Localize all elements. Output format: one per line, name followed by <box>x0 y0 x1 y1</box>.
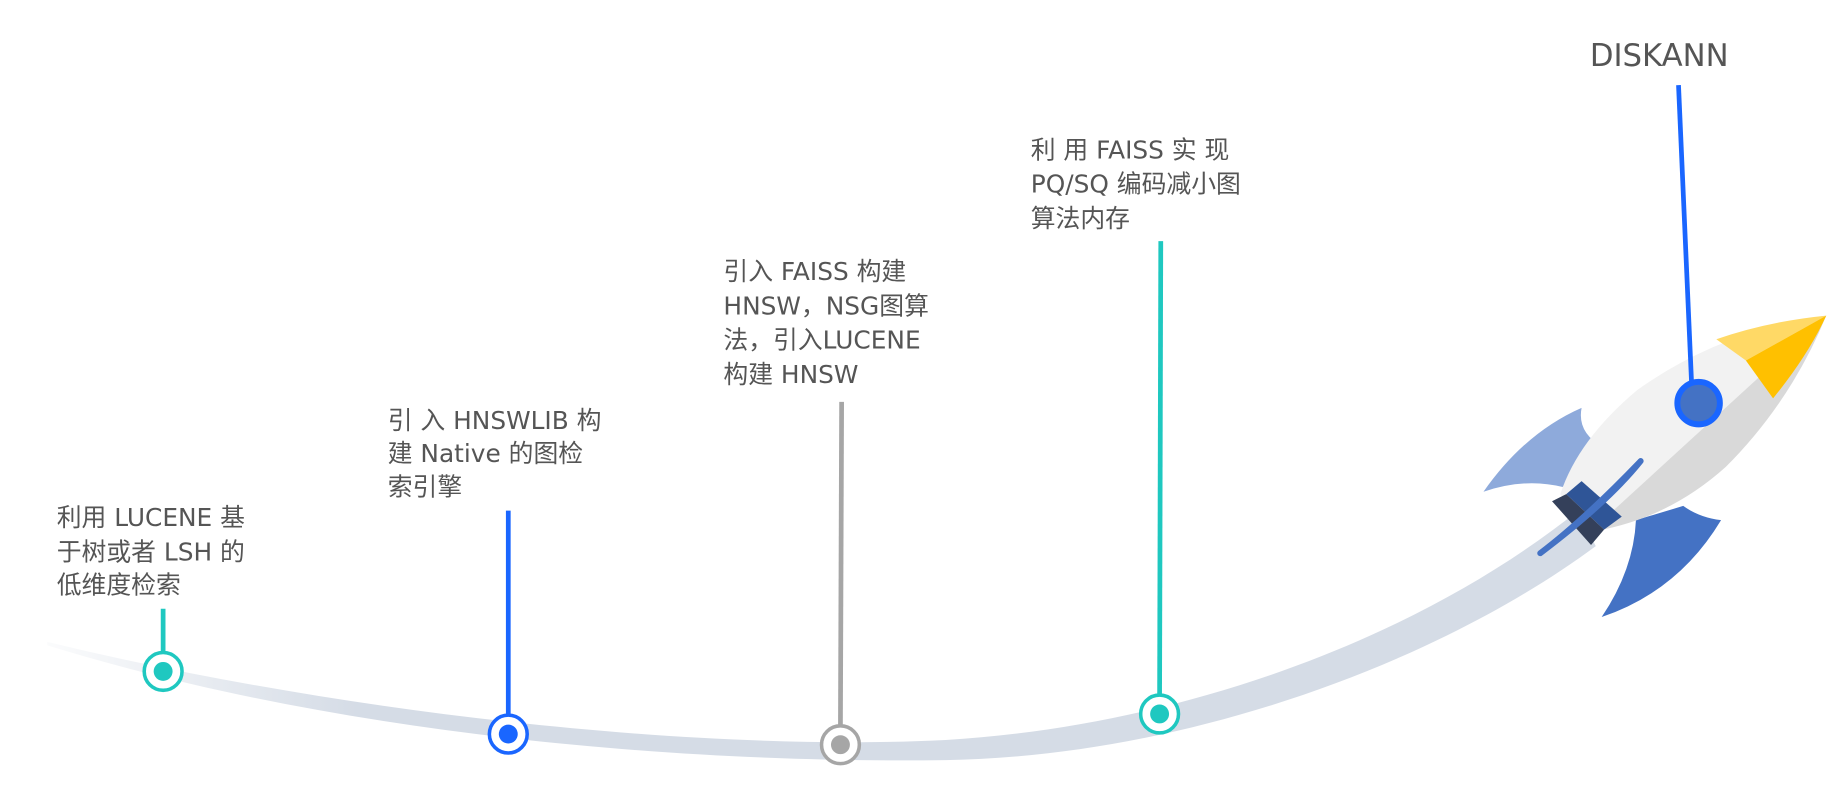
milestone-3-line: HNSW，NSG图算 <box>723 291 928 320</box>
diskann-stem <box>1676 85 1694 382</box>
milestone-2-dot <box>498 724 518 744</box>
milestone-3-line: 引入 FAISS 构建 <box>723 257 906 286</box>
milestone-1-line: 于树或者 LSH 的 <box>57 537 245 566</box>
milestone-2-line: 引 入 HNSWLIB 构 <box>388 406 602 435</box>
milestone-3-stem <box>838 401 844 726</box>
milestone-4-line: 算法内存 <box>1031 204 1130 233</box>
milestone-4-line: 利 用 FAISS 实 现 <box>1031 135 1230 164</box>
milestone-3-line: 构建 HNSW <box>723 360 858 389</box>
milestone-2-line: 建 Native 的图检 <box>388 439 583 468</box>
rocket-nose-light <box>1716 315 1827 361</box>
diskann-node[interactable] <box>1674 378 1723 428</box>
rocket-center-fin <box>1537 458 1644 557</box>
milestone-1-line: 低维度检索 <box>57 570 181 599</box>
milestone-4-dot <box>1150 704 1170 724</box>
rocket-fin-lower <box>1601 505 1722 618</box>
milestone-3-line: 法，引入LUCENE <box>723 326 920 355</box>
milestone-4-stem <box>1157 241 1164 696</box>
trail-curve <box>47 510 1596 761</box>
milestone-1-line: 利用 LUCENE 基 <box>57 503 245 532</box>
milestone-1-dot <box>153 661 173 681</box>
milestone-3-dot <box>830 735 850 755</box>
rocket-nose-dark <box>1745 315 1827 399</box>
milestone-4-line: PQ/SQ 编码减小图 <box>1031 170 1241 199</box>
milestone-2-line: 索引擎 <box>388 472 462 501</box>
diskann-label: DISKANN <box>1590 38 1729 74</box>
